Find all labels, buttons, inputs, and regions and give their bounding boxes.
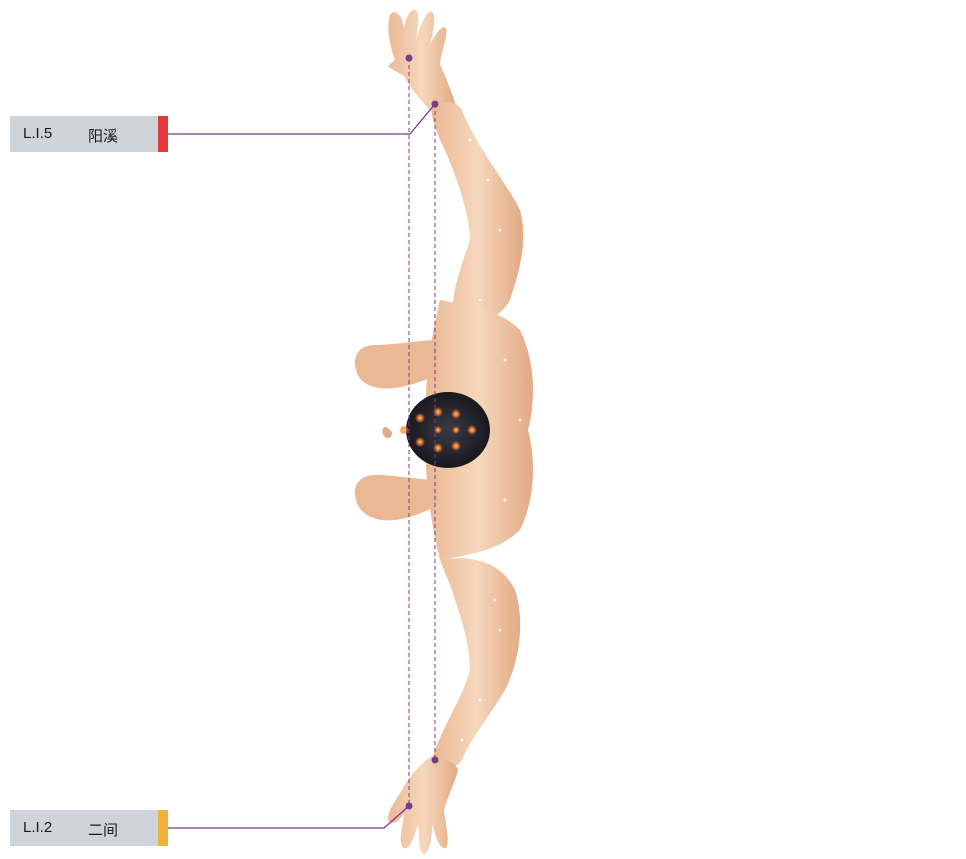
lower-hand xyxy=(388,756,458,854)
upper-foot xyxy=(355,340,438,388)
lower-foot xyxy=(355,475,438,520)
acupoint-name: 二间 xyxy=(88,819,118,840)
acupoint-code: L.I.2 xyxy=(23,819,52,836)
acupoint-code: L.I.5 xyxy=(23,125,52,142)
upper-arm xyxy=(431,102,523,326)
marker-point-bottom-b xyxy=(406,803,413,810)
label-accent-tab xyxy=(158,810,168,846)
marker-point-top-b xyxy=(432,101,439,108)
acupoint-label-li5: L.I.5 阳溪 xyxy=(10,116,158,152)
body-illustration xyxy=(355,10,533,854)
marker-point-top-a xyxy=(406,55,413,62)
label-accent-tab xyxy=(158,116,168,152)
acupoint-name: 阳溪 xyxy=(88,125,118,146)
head xyxy=(406,392,490,468)
marker-point-bottom-a xyxy=(432,757,439,764)
acupoint-label-li2: L.I.2 二间 xyxy=(10,810,158,846)
lower-arm xyxy=(432,558,520,767)
leader-line-1 xyxy=(168,104,435,134)
upper-hand xyxy=(388,10,456,112)
leader-line-2 xyxy=(168,806,409,828)
